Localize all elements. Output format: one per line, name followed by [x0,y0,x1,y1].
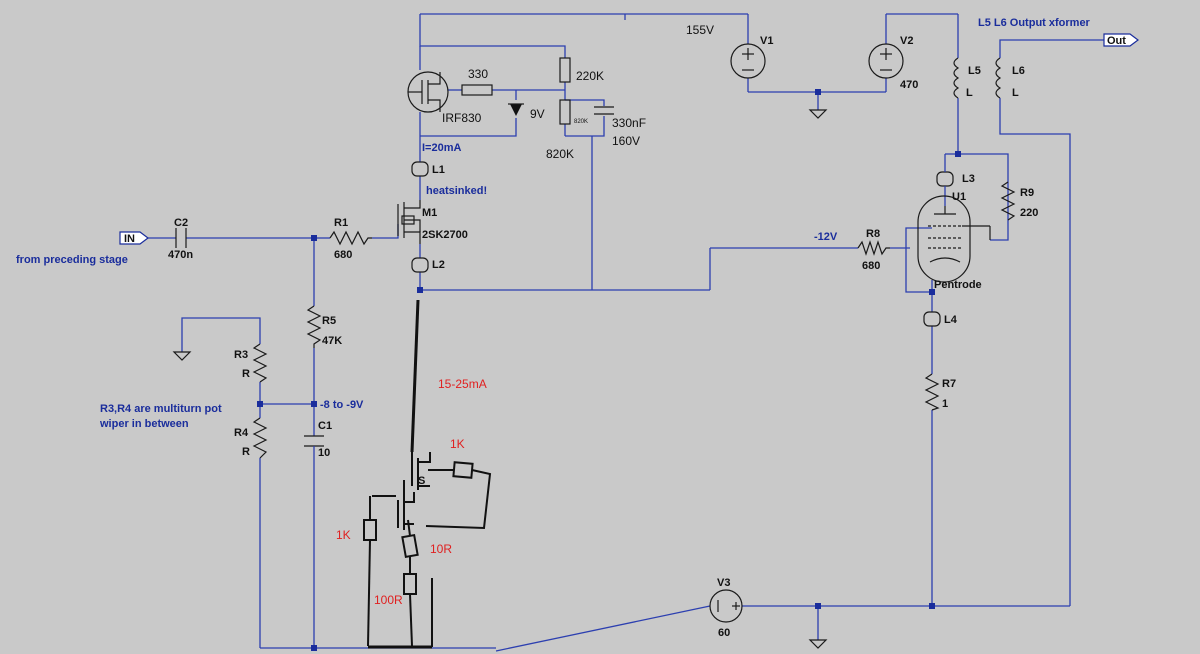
label-irf830: IRF830 [442,111,482,125]
label-v1: V1 [760,35,773,47]
label-r5: R5 [322,315,336,327]
label-c160v: 160V [612,134,640,148]
v3-source [709,589,743,623]
r4-resistor [252,417,268,459]
wires [148,13,1104,652]
label-10r: 10R [430,542,452,556]
label-l5: L5 [968,65,981,77]
label-2sk2700: 2SK2700 [422,229,468,241]
label-c330nf: 330nF [612,116,646,130]
label-1k-upper: 1K [450,437,465,451]
label-r8: R8 [866,228,880,240]
l4-bead [923,311,941,327]
label-from-preceding-stage: from preceding stage [16,254,128,266]
hand-drawn-mosfet-lower [397,492,415,530]
label-c2-value: 470n [168,249,193,261]
label-l6: L6 [1012,65,1025,77]
label-15-25ma: 15-25mA [438,377,487,391]
junction-dots [257,89,961,651]
l3-bead [936,171,954,187]
r1-resistor [329,230,372,246]
label-c1: C1 [318,420,332,432]
label-r220k: 220K [576,69,604,83]
l5-inductor [953,57,960,99]
label-l4: L4 [944,314,958,326]
r9-resistor [1000,181,1016,221]
out-port [1103,33,1139,47]
label-out: Out [1107,35,1126,47]
ground-top [808,109,828,119]
label-multiturn-line1: R3,R4 are multiturn pot [100,403,222,415]
label-r7-value: 1 [942,398,948,410]
label-155v: 155V [686,23,714,37]
label-bias-voltage: -8 to -9V [320,399,364,411]
label-l1: L1 [432,164,445,176]
r5-resistor [306,305,322,348]
label-heatsinked: heatsinked! [426,185,487,197]
c1-capacitor [304,435,324,454]
label-1k-lower: 1K [336,528,351,542]
label-u1: U1 [952,191,966,203]
label-l6-value: L [1012,87,1019,99]
label-v3-value: 60 [718,627,730,639]
ground-left [172,351,192,361]
hand-drawn-mosfet-upper: S [411,452,431,490]
label-r4-value: R [242,446,250,458]
r7-resistor [924,373,940,411]
c330nf-capacitor [594,106,614,115]
label-in: IN [124,233,135,245]
label-multiturn-line2: wiper in between [99,418,189,430]
label-output-xformer: L5 L6 Output xformer [978,17,1091,29]
label-i-20ma: I=20mA [422,142,461,154]
label-v2: V2 [900,35,913,47]
label-r820k-small: 820K [574,119,588,125]
label-r1-value: 680 [334,249,352,261]
label-zener-9v: 9V [530,107,545,121]
label-r5-value: 47K [322,335,342,347]
label-r7: R7 [942,378,956,390]
label-c2: C2 [174,217,188,229]
l6-inductor [995,57,1002,99]
irf830-mosfet [407,71,449,113]
label-r820k: 820K [546,147,574,161]
label-r9-value: 220 [1020,207,1038,219]
label-m1: M1 [422,207,437,219]
label-r9: R9 [1020,187,1034,199]
ground-bottom [808,639,828,649]
label-r1: R1 [334,217,348,229]
label-r330: 330 [468,67,488,81]
l2-bead [411,257,429,273]
m1-nmos [397,200,421,244]
label-l5-value: L [966,87,973,99]
r820k-resistor [559,99,571,125]
u1-pentode-tube [917,195,991,283]
s-marker: S [418,475,425,487]
label-v3: V3 [717,577,730,589]
label-v2-value: 470 [900,79,918,91]
r8-resistor [857,240,890,256]
label-r8-value: 680 [862,260,880,272]
in-port [119,231,149,245]
v1-source [730,43,766,79]
c2-capacitor [175,228,187,248]
r330-resistor [461,84,493,96]
label-pentrode: Pentrode [934,279,982,291]
label-r3-value: R [242,368,250,380]
label-l2: L2 [432,259,445,271]
v2-source [868,43,904,79]
zener-diode [508,103,524,116]
r220k-resistor [559,57,571,83]
label-minus-12v: -12V [814,231,838,243]
label-c1-value: 10 [318,447,330,459]
r3-resistor [252,343,268,383]
l1-bead [411,161,429,177]
label-r3: R3 [234,349,248,361]
label-r4: R4 [234,427,249,439]
label-l3: L3 [962,173,975,185]
hand-drawn-resistors [363,461,474,595]
label-100r: 100R [374,593,403,607]
